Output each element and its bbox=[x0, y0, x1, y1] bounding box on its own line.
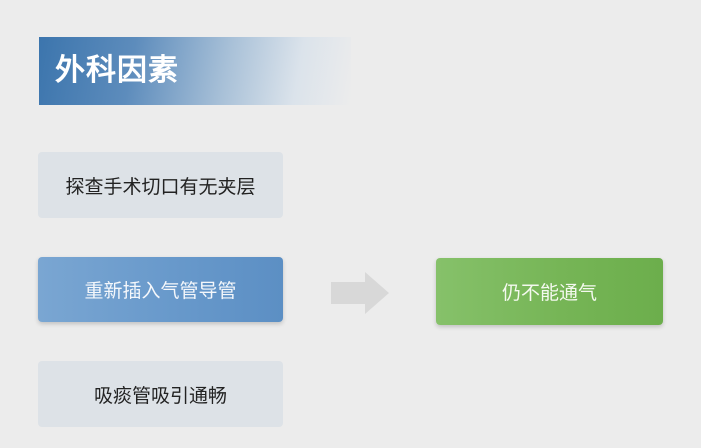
result-cannot-ventilate: 仍不能通气 bbox=[436, 258, 663, 325]
result-label: 仍不能通气 bbox=[501, 282, 597, 304]
step-label: 探查手术切口有无夹层 bbox=[65, 175, 256, 198]
step-check-incision: 探查手术切口有无夹层 bbox=[38, 152, 283, 218]
page-title: 外科因素 bbox=[55, 53, 179, 88]
step-label: 吸痰管吸引通畅 bbox=[93, 384, 227, 407]
right-arrow-icon bbox=[331, 272, 389, 314]
step-label: 重新插入气管导管 bbox=[84, 280, 237, 302]
step-suction: 吸痰管吸引通畅 bbox=[38, 361, 283, 427]
title-banner: 外科因素 bbox=[39, 37, 351, 105]
step-reintubate: 重新插入气管导管 bbox=[38, 257, 283, 322]
